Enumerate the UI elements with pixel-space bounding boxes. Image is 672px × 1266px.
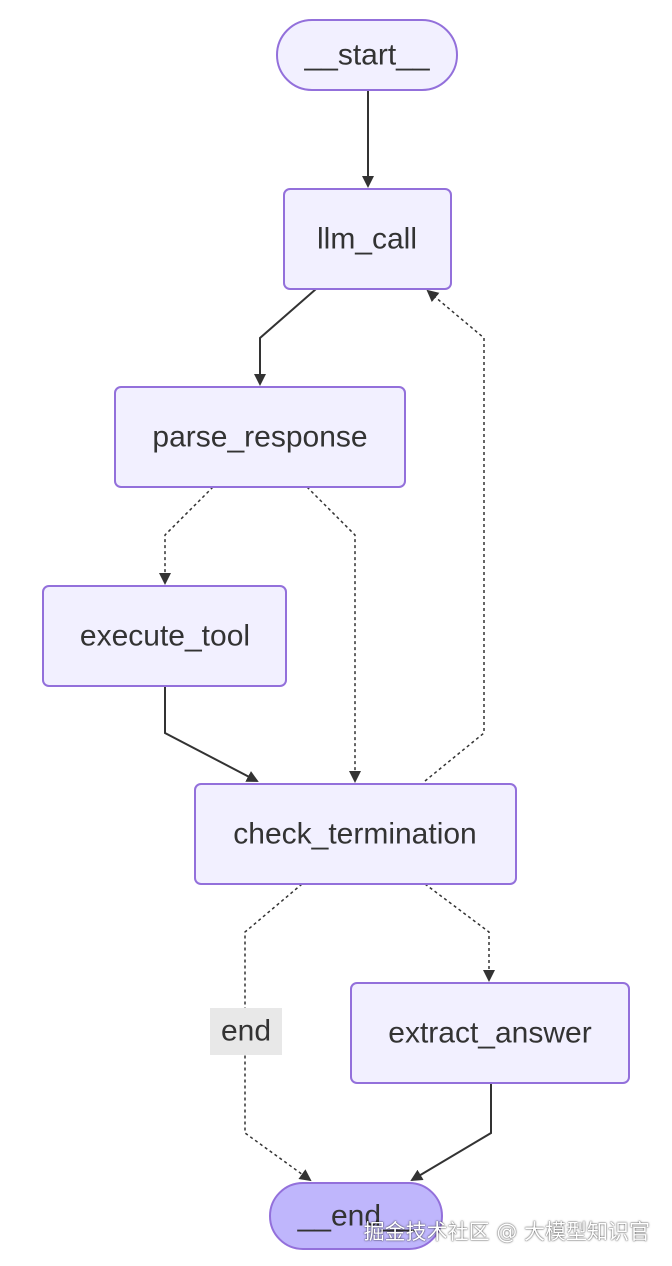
node-end[interactable]: __end__ <box>269 1182 443 1250</box>
node-extract-answer-label: extract_answer <box>388 1017 591 1050</box>
edge-llm-call-to-parse-response <box>254 288 317 386</box>
node-execute-tool[interactable]: execute_tool <box>42 585 287 687</box>
edge-check-termination-to-extract-answer <box>424 883 495 982</box>
edge-execute-tool-to-check-termination <box>164 686 259 782</box>
edge-label-end: end <box>210 1008 282 1055</box>
edge-label-end-text: end <box>221 1015 271 1048</box>
node-extract-answer[interactable]: extract_answer <box>350 982 630 1084</box>
edge-parse-response-to-execute-tool <box>159 486 214 585</box>
node-check-termination[interactable]: check_termination <box>194 783 517 885</box>
node-parse-response[interactable]: parse_response <box>114 386 406 488</box>
edge-check-termination-to-llm-call <box>424 289 485 782</box>
node-end-label: __end__ <box>297 1200 416 1233</box>
node-parse-response-label: parse_response <box>152 421 367 454</box>
watermark-text: 掘金技术社区 @ 大模型知识官 <box>363 1220 650 1244</box>
node-llm-call-label: llm_call <box>317 223 417 256</box>
node-start-label: __start__ <box>303 39 430 72</box>
node-check-termination-label: check_termination <box>233 818 476 851</box>
node-start[interactable]: __start__ <box>276 19 458 91</box>
edge-parse-response-to-check-termination <box>306 486 361 783</box>
node-llm-call[interactable]: llm_call <box>283 188 452 290</box>
edge-extract-answer-to-end <box>410 1083 492 1182</box>
node-execute-tool-label: execute_tool <box>80 620 250 653</box>
